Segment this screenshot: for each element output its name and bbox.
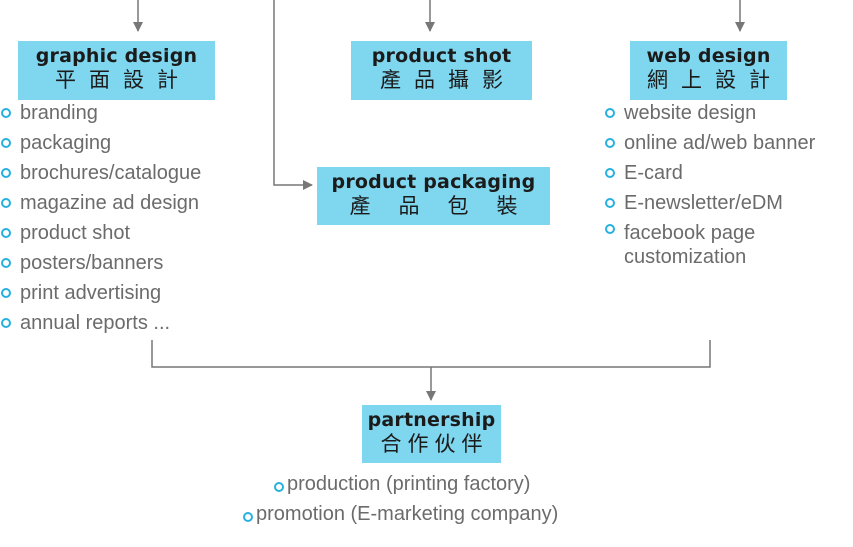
bullet-icon: [1, 168, 11, 178]
partnership-title: partnership: [367, 409, 496, 431]
product-shot-title: product shot: [371, 45, 512, 67]
list-item: branding: [1, 98, 201, 128]
bullet-icon: [1, 258, 11, 268]
graphic-design-box: graphic design 平面設計: [18, 41, 215, 100]
list-item: facebook page customization: [605, 218, 794, 269]
product-packaging-box: product packaging 產品包裝: [317, 167, 550, 225]
list-item: print advertising: [1, 278, 201, 308]
web-design-title: web design: [646, 45, 771, 67]
product-packaging-title-zh: 產品包裝: [349, 194, 546, 218]
bullet-icon: [1, 318, 11, 328]
partnership-title-zh: 合作伙伴: [380, 432, 489, 456]
product-shot-box: product shot 產品攝影: [351, 41, 532, 100]
web-design-list: website design online ad/web banner E-ca…: [605, 98, 849, 269]
graphic-design-title-zh: 平面設計: [55, 68, 191, 92]
list-item: E-card: [605, 158, 849, 188]
list-item: annual reports ...: [1, 308, 201, 338]
web-design-box: web design 網上設計: [630, 41, 787, 100]
bullet-icon: [605, 198, 615, 208]
bullet-icon: [605, 108, 615, 118]
product-shot-title-zh: 產品攝影: [380, 68, 516, 92]
list-item: online ad/web banner: [605, 128, 849, 158]
bullet-icon: [605, 138, 615, 148]
bullet-icon: [1, 198, 11, 208]
bullet-icon: [1, 138, 11, 148]
list-item: E-newsletter/eDM: [605, 188, 849, 218]
merge-line: [151, 340, 711, 368]
bullet-icon: [1, 288, 11, 298]
list-item: magazine ad design: [1, 188, 201, 218]
bullet-icon: [1, 108, 11, 118]
partnership-item-production: production (printing factory): [274, 469, 530, 499]
arrow-to-product-packaging: [273, 0, 313, 190]
list-item: brochures/catalogue: [1, 158, 201, 188]
partnership-box: partnership 合作伙伴: [362, 405, 501, 463]
list-item: packaging: [1, 128, 201, 158]
web-design-title-zh: 網上設計: [647, 68, 783, 92]
bullet-icon: [605, 168, 615, 178]
partnership-item-promotion: promotion (E-marketing company): [243, 499, 558, 529]
graphic-design-title: graphic design: [35, 45, 198, 67]
list-item: product shot: [1, 218, 201, 248]
graphic-design-list: branding packaging brochures/catalogue m…: [1, 98, 201, 338]
bullet-icon: [605, 224, 615, 234]
list-item: posters/banners: [1, 248, 201, 278]
bullet-icon: [1, 228, 11, 238]
bullet-icon: [243, 512, 253, 522]
bullet-icon: [274, 482, 284, 492]
product-packaging-title: product packaging: [331, 171, 536, 193]
list-item: website design: [605, 98, 849, 128]
